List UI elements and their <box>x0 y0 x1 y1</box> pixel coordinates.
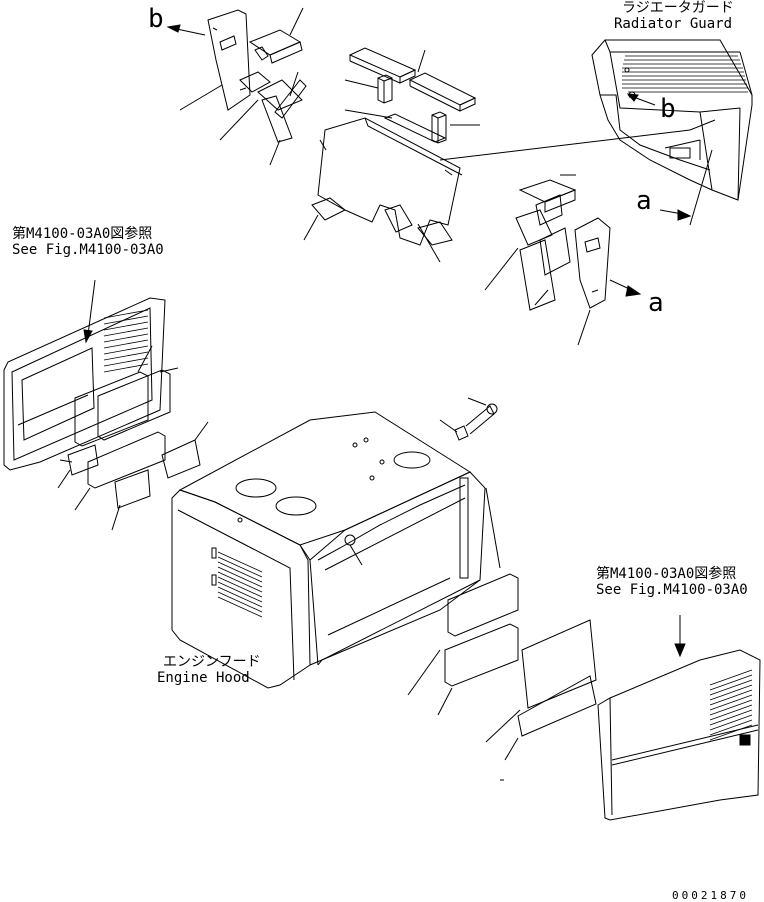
right-reference-label-jp: 第M4100-03A0図参照 <box>596 566 737 582</box>
left-reference-label-en: See Fig.M4100-03A0 <box>12 242 164 258</box>
cover-plate-a <box>575 218 610 308</box>
radiator-guard-label-en: Radiator Guard <box>614 16 733 32</box>
top-center-plate-group <box>304 48 480 262</box>
seal-bar-2 <box>410 73 475 105</box>
right-mid-bracket-group <box>485 175 640 345</box>
seal-bar-3 <box>385 114 445 142</box>
radiator-guard-grille <box>622 56 748 92</box>
engine-hood-label-en: Engine Hood <box>157 670 250 686</box>
arrow-b-top <box>168 25 205 35</box>
left-reference-label-jp: 第M4100-03A0図参照 <box>12 226 153 242</box>
top-hole-1 <box>236 479 276 497</box>
bolt <box>440 398 497 440</box>
radiator-guard-label-jp: ラジエータガード <box>622 0 734 16</box>
left-door-grille <box>104 310 148 372</box>
right-door-grille <box>710 670 752 740</box>
marker-b-top: b <box>148 4 164 34</box>
engine-hood <box>172 398 500 688</box>
top-left-plate-group <box>168 8 306 165</box>
left-side-door <box>4 280 165 470</box>
hood-left-grille <box>218 552 262 617</box>
right-reference-label-en: See Fig.M4100-03A0 <box>596 582 748 598</box>
left-foam-pads <box>58 346 208 530</box>
engine-hood-label-jp: エンジンフード <box>163 654 261 670</box>
bracket-top-1 <box>250 8 303 63</box>
top-hole-2 <box>276 497 316 515</box>
seal-bar-1 <box>350 48 415 77</box>
right-side-door <box>598 615 760 820</box>
top-hole-3 <box>394 452 430 468</box>
marker-b-guard: b <box>660 94 676 124</box>
right-foam-pads <box>408 574 596 780</box>
marker-a-mid: a <box>648 288 664 318</box>
seal-block-1 <box>378 75 392 103</box>
cover-plate-b <box>208 10 250 110</box>
radiator-guard <box>440 40 752 225</box>
seal-block-2 <box>432 112 446 143</box>
drawing-number: 00021870 <box>672 889 749 902</box>
marker-a-guard: a <box>636 186 652 216</box>
bracket-top-2 <box>220 72 306 165</box>
